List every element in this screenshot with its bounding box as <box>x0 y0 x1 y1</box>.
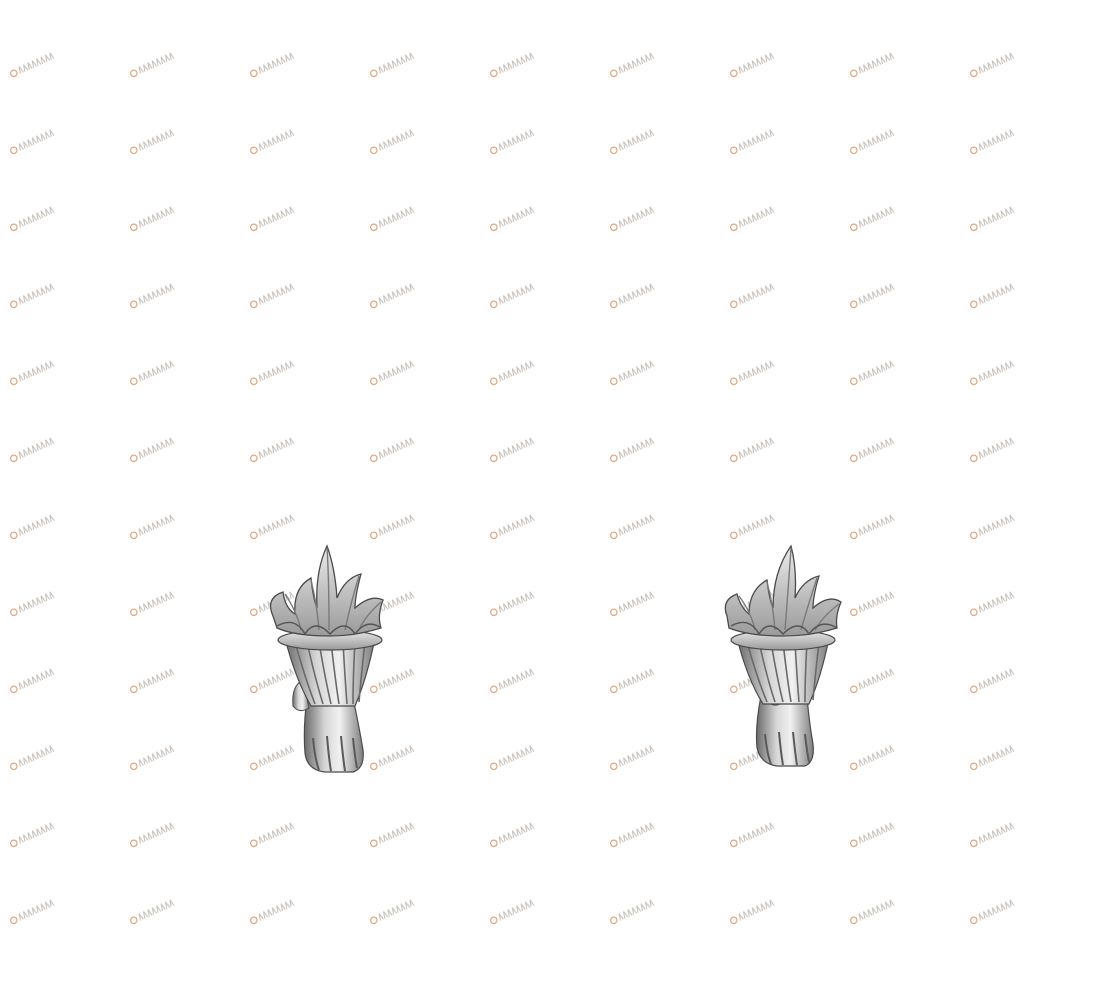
watermark-logo-icon <box>366 48 421 88</box>
watermark-logo-icon <box>366 202 421 242</box>
watermark-logo-icon <box>246 356 301 396</box>
watermark-logo-icon <box>486 279 541 319</box>
watermark-logo-icon <box>366 433 421 473</box>
watermark-logo-icon <box>6 202 61 242</box>
watermark-logo-icon <box>6 587 61 627</box>
watermark-logo-icon <box>606 125 661 165</box>
watermark-logo-icon <box>966 125 1021 165</box>
watermark-logo-icon <box>126 741 181 781</box>
watermark-logo-icon <box>246 433 301 473</box>
watermark-logo-icon <box>966 433 1021 473</box>
watermark-logo-icon <box>606 202 661 242</box>
watermark-logo-icon <box>246 818 301 858</box>
watermark-logo-icon <box>606 279 661 319</box>
watermark-logo-icon <box>246 895 301 935</box>
watermark-logo-icon <box>726 48 781 88</box>
right-clawfoot-leg-icon <box>724 544 842 767</box>
watermark-logo-icon <box>486 48 541 88</box>
watermark-logo-icon <box>126 510 181 550</box>
watermark-logo-icon <box>726 895 781 935</box>
watermark-logo-icon <box>726 818 781 858</box>
watermark-logo-icon <box>6 433 61 473</box>
watermark-logo-icon <box>966 587 1021 627</box>
watermark-logo-icon <box>126 433 181 473</box>
watermark-logo-icon <box>486 356 541 396</box>
watermark-logo-icon <box>486 741 541 781</box>
watermark-logo-icon <box>726 433 781 473</box>
watermark-logo-icon <box>126 279 181 319</box>
left-clawfoot-leg-icon <box>269 544 384 773</box>
watermark-logo-icon <box>126 125 181 165</box>
watermark-logo-icon <box>606 433 661 473</box>
watermark-logo-icon <box>6 356 61 396</box>
watermark-logo-icon <box>486 664 541 704</box>
watermark-logo-icon <box>966 818 1021 858</box>
watermark-logo-icon <box>6 664 61 704</box>
watermark-logo-icon <box>606 356 661 396</box>
watermark-logo-icon <box>606 741 661 781</box>
watermark-logo-icon <box>366 895 421 935</box>
watermark-logo-icon <box>726 202 781 242</box>
watermark-logo-icon <box>246 202 301 242</box>
watermark-logo-icon <box>6 48 61 88</box>
watermark-logo-icon <box>126 587 181 627</box>
watermark-logo-icon <box>846 433 901 473</box>
watermark-logo-icon <box>366 125 421 165</box>
watermark-logo-icon <box>846 895 901 935</box>
watermark-logo-icon <box>606 895 661 935</box>
watermark-logo-icon <box>966 48 1021 88</box>
watermark-logo-icon <box>246 125 301 165</box>
watermark-logo-icon <box>606 818 661 858</box>
watermark-logo-icon <box>966 741 1021 781</box>
watermark-logo-icon <box>726 125 781 165</box>
watermark-logo-icon <box>486 895 541 935</box>
watermark-logo-icon <box>486 587 541 627</box>
watermark-logo-icon <box>366 818 421 858</box>
watermark-logo-icon <box>486 510 541 550</box>
watermark-logo-icon <box>126 356 181 396</box>
watermark-logo-icon <box>486 202 541 242</box>
watermark-logo-icon <box>606 510 661 550</box>
watermark-logo-icon <box>366 356 421 396</box>
watermark-logo-icon <box>966 279 1021 319</box>
watermark-logo-icon <box>486 125 541 165</box>
watermark-logo-icon <box>846 818 901 858</box>
watermark-logo-icon <box>6 510 61 550</box>
watermark-logo-icon <box>6 741 61 781</box>
watermark-logo-icon <box>606 587 661 627</box>
watermark-logo-icon <box>126 48 181 88</box>
watermark-logo-icon <box>6 279 61 319</box>
watermark-logo-icon <box>726 279 781 319</box>
watermark-logo-icon <box>126 664 181 704</box>
watermark-logo-icon <box>846 202 901 242</box>
watermark-logo-icon <box>846 125 901 165</box>
watermark-logo-icon <box>246 48 301 88</box>
watermark-logo-icon <box>726 356 781 396</box>
watermark-logo-icon <box>126 818 181 858</box>
watermark-logo-icon <box>966 664 1021 704</box>
watermark-logo-icon <box>966 356 1021 396</box>
watermark-logo-icon <box>966 510 1021 550</box>
watermark-logo-icon <box>246 279 301 319</box>
watermark-logo-icon <box>846 356 901 396</box>
watermark-logo-icon <box>126 895 181 935</box>
watermark-logo-icon <box>6 125 61 165</box>
watermark-logo-icon <box>606 48 661 88</box>
watermark-logo-icon <box>606 664 661 704</box>
watermark-logo-icon <box>486 818 541 858</box>
watermark-logo-icon <box>366 279 421 319</box>
watermark-logo-icon <box>846 48 901 88</box>
watermark-logo-icon <box>126 202 181 242</box>
watermark-logo-icon <box>6 895 61 935</box>
watermark-logo-icon <box>486 433 541 473</box>
watermark-logo-icon <box>966 895 1021 935</box>
watermark-logo-icon <box>6 818 61 858</box>
watermark-logo-icon <box>846 279 901 319</box>
watermark-logo-icon <box>966 202 1021 242</box>
